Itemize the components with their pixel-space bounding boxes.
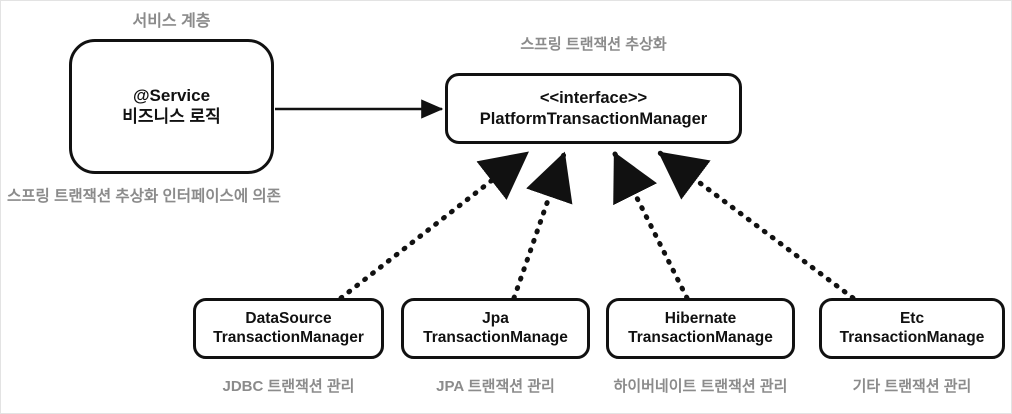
node-etc-line2: TransactionManage	[839, 328, 985, 346]
node-datasource-line1: DataSource	[245, 309, 332, 327]
node-jpa-line1: Jpa	[482, 309, 509, 327]
edge-etc-to-interface	[657, 150, 856, 301]
caption-etc-transaction-management: 기타 트랜잭션 관리	[852, 378, 972, 395]
edge-datasource-to-interface	[338, 150, 530, 301]
caption-hibernate-transaction-management: 하이버네이트 트랜잭션 관리	[613, 378, 788, 395]
caption-jdbc-transaction-management: JDBC 트랜잭션 관리	[222, 378, 355, 395]
caption-spring-transaction-abstraction: 스프링 트랜잭션 추상화	[520, 36, 667, 53]
node-hibernate-line2: TransactionManage	[628, 328, 773, 346]
node-jpa-line2: TransactionManage	[423, 328, 568, 346]
node-datasource-transaction-manager: DataSource TransactionManager	[193, 298, 384, 359]
node-interface-stereotype: <<interface>>	[539, 89, 648, 108]
node-interface-name: PlatformTransactionManager	[479, 109, 708, 128]
node-service-line1: @Service	[132, 85, 211, 105]
node-jpa-transaction-manager: Jpa TransactionManage	[401, 298, 590, 359]
node-platform-transaction-manager: <<interface>> PlatformTransactionManager	[445, 73, 742, 144]
edge-jpa-to-interface	[511, 151, 573, 301]
edge-hibernate-to-interface	[612, 151, 690, 301]
node-datasource-line2: TransactionManager	[213, 328, 364, 346]
node-hibernate-line1: Hibernate	[664, 309, 737, 327]
caption-service-layer: 서비스 계층	[132, 13, 211, 30]
caption-jpa-transaction-management: JPA 트랜잭션 관리	[436, 378, 555, 395]
node-service: @Service 비즈니스 로직	[69, 39, 274, 174]
node-etc-transaction-manager: Etc TransactionManage	[819, 298, 1005, 359]
node-etc-line1: Etc	[899, 309, 925, 327]
node-service-line2: 비즈니스 로직	[122, 106, 221, 126]
node-hibernate-transaction-manager: Hibernate TransactionManage	[606, 298, 795, 359]
caption-depends-on-abstraction: 스프링 트랜잭션 추상화 인터페이스에 의존	[7, 188, 281, 205]
